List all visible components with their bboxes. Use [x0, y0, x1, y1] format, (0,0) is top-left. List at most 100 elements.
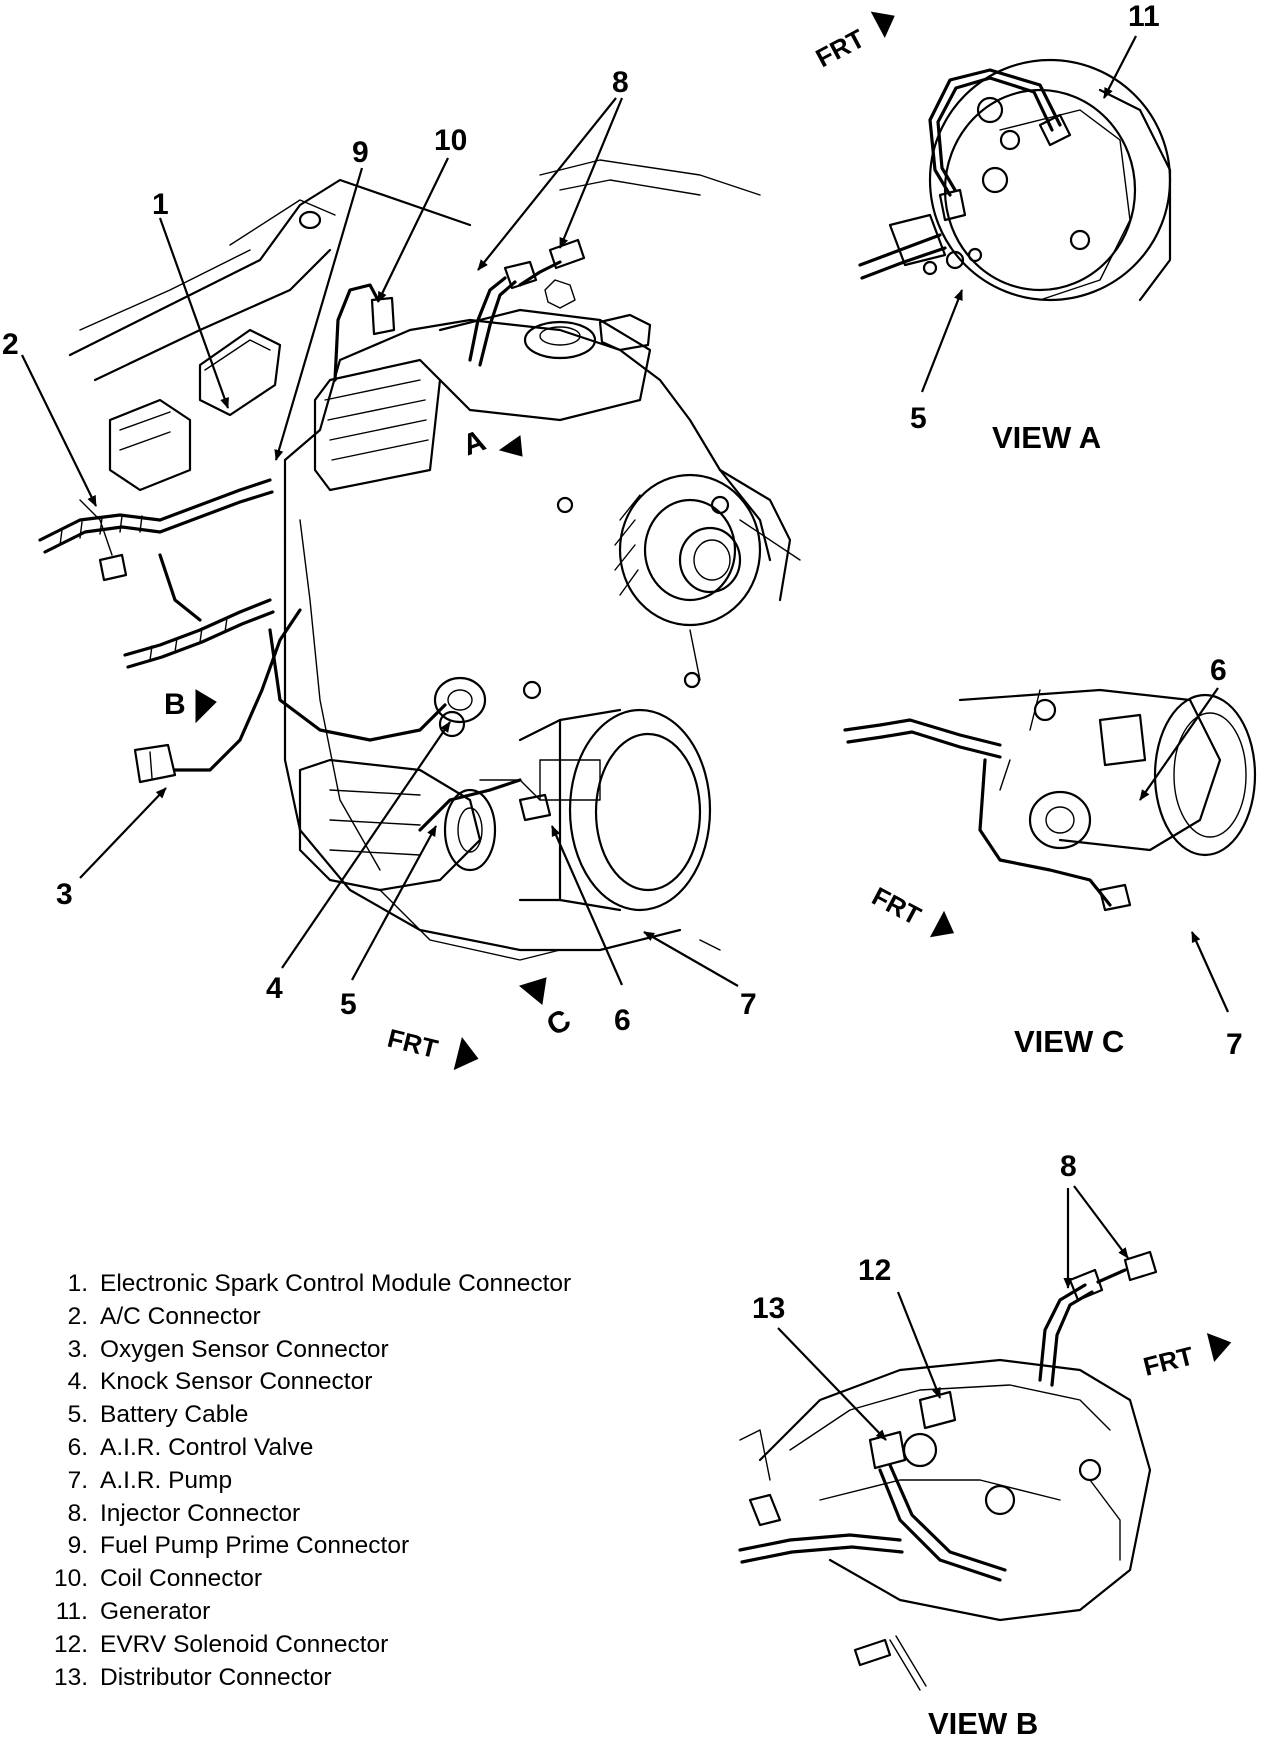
- callout-view-a-5: 5: [910, 402, 927, 435]
- leader-8a: [477, 97, 617, 271]
- main-engine-illustration: [38, 159, 801, 961]
- view-marker-b: B: [164, 688, 217, 724]
- leader-b8b: [1073, 1185, 1129, 1259]
- leader-8b: [558, 97, 624, 249]
- legend-label: Injector Connector: [100, 1499, 301, 1527]
- leader-a5: [920, 289, 964, 393]
- callout-6: 6: [614, 1004, 631, 1037]
- legend-item: 10. Coil Connector: [40, 1563, 700, 1596]
- leader-10: [377, 157, 449, 303]
- callout-8: 8: [612, 66, 629, 99]
- view-marker-a: A: [458, 424, 523, 462]
- view-c-illustration: [843, 688, 1257, 912]
- callout-view-b-13: 13: [752, 1292, 785, 1325]
- legend-label: A.I.R. Control Valve: [100, 1433, 314, 1461]
- svg-text:A: A: [458, 424, 490, 462]
- callout-view-b-12: 12: [858, 1254, 891, 1287]
- svg-text:FRT: FRT: [811, 23, 870, 73]
- leader-c7: [1190, 931, 1230, 1013]
- callout-2: 2: [2, 328, 19, 361]
- callout-10: 10: [434, 124, 467, 157]
- legend-item: 8. Injector Connector: [40, 1498, 700, 1531]
- leader-b13: [777, 1327, 887, 1441]
- leader-c6: [1139, 687, 1219, 801]
- legend-number: 3.: [67, 1335, 88, 1363]
- legend-item: 3. Oxygen Sensor Connector: [40, 1334, 700, 1367]
- leader-6: [550, 825, 624, 986]
- leader-b12: [896, 1291, 942, 1399]
- svg-text:FRT: FRT: [1140, 1340, 1196, 1381]
- legend-item: 12. EVRV Solenoid Connector: [40, 1629, 700, 1662]
- legend-item: 5. Battery Cable: [40, 1399, 700, 1432]
- legend-label: A.I.R. Pump: [100, 1466, 233, 1494]
- legend-number: 2.: [67, 1302, 88, 1330]
- callout-view-c-6: 6: [1210, 654, 1227, 687]
- legend-number: 6.: [67, 1433, 88, 1461]
- view-b-illustration: [738, 1250, 1158, 1691]
- svg-text:C: C: [541, 1003, 576, 1042]
- svg-text:B: B: [164, 688, 186, 721]
- callout-3: 3: [56, 878, 73, 911]
- legend-number: 4.: [67, 1368, 88, 1396]
- legend-label: Distributor Connector: [100, 1663, 332, 1691]
- callout-numbers: 1 2 3 4 5 6 7 8 9 10 11 5 6 7 8 12 13: [2, 0, 1243, 1325]
- legend-label: Knock Sensor Connector: [100, 1368, 373, 1396]
- frt-arrow-view-c: FRT: [867, 881, 955, 938]
- legend-item: 11. Generator: [40, 1596, 700, 1629]
- leader-5: [351, 825, 437, 981]
- view-a-title: VIEW A: [992, 420, 1101, 455]
- view-markers: A B C: [164, 424, 576, 1043]
- legend-label: A/C Connector: [100, 1302, 261, 1330]
- leader-3: [79, 787, 167, 879]
- view-c-title: VIEW C: [1014, 1024, 1124, 1059]
- legend-number: 11.: [55, 1597, 88, 1625]
- callout-7: 7: [740, 988, 757, 1021]
- legend-label: Coil Connector: [100, 1565, 263, 1593]
- leader-1: [158, 217, 230, 409]
- callout-view-c-7: 7: [1226, 1028, 1243, 1061]
- callout-11: 11: [1128, 0, 1160, 33]
- callout-9: 9: [352, 136, 369, 169]
- view-a-illustration: [858, 58, 1172, 302]
- legend-label: EVRV Solenoid Connector: [100, 1630, 389, 1658]
- legend-number: 7.: [67, 1466, 88, 1494]
- legend-item: 4. Knock Sensor Connector: [40, 1366, 700, 1399]
- frt-arrow-main: FRT: [385, 1023, 479, 1071]
- legend-label: Oxygen Sensor Connector: [100, 1335, 389, 1363]
- legend-item: 2. A/C Connector: [40, 1301, 700, 1334]
- legend-item: 7. A.I.R. Pump: [40, 1465, 700, 1498]
- leader-a11: [1103, 35, 1137, 99]
- legend-item: 1. Electronic Spark Control Module Connec…: [40, 1268, 700, 1301]
- legend-item: 9. Fuel Pump Prime Connector: [40, 1530, 700, 1563]
- view-marker-c: C: [518, 977, 576, 1043]
- callout-5: 5: [340, 988, 357, 1021]
- legend-label: Battery Cable: [100, 1401, 249, 1429]
- callout-4: 4: [266, 972, 283, 1005]
- parts-legend: 1. Electronic Spark Control Module Connec…: [40, 1268, 700, 1694]
- frt-arrow-view-b: FRT: [1140, 1333, 1232, 1382]
- legend-item: 13. Distributor Connector: [40, 1662, 700, 1695]
- front-arrows: FRT FRT FRT FRT: [385, 11, 1232, 1382]
- view-b-title: VIEW B: [928, 1706, 1038, 1738]
- leader-lines: [21, 35, 1230, 1441]
- legend-number: 5.: [67, 1401, 88, 1429]
- legend-number: 13.: [53, 1663, 88, 1691]
- svg-text:FRT: FRT: [867, 881, 926, 931]
- legend-label: Generator: [100, 1597, 211, 1625]
- frt-arrow-view-a: FRT: [811, 11, 895, 73]
- callout-1: 1: [152, 188, 169, 221]
- legend-number: 1.: [67, 1270, 88, 1297]
- callout-view-b-8: 8: [1060, 1150, 1077, 1183]
- svg-text:FRT: FRT: [385, 1023, 441, 1064]
- leader-9: [274, 167, 364, 461]
- legend-number: 8.: [67, 1499, 88, 1527]
- legend-label: Electronic Spark Control Module Connecto…: [100, 1270, 572, 1297]
- legend-number: 12.: [53, 1630, 88, 1658]
- leader-2: [21, 354, 97, 507]
- legend-item: 6. A.I.R. Control Valve: [40, 1432, 700, 1465]
- legend-number: 9.: [67, 1532, 88, 1560]
- leader-4: [281, 721, 451, 969]
- legend-number: 10.: [53, 1565, 88, 1593]
- legend-label: Fuel Pump Prime Connector: [100, 1532, 410, 1560]
